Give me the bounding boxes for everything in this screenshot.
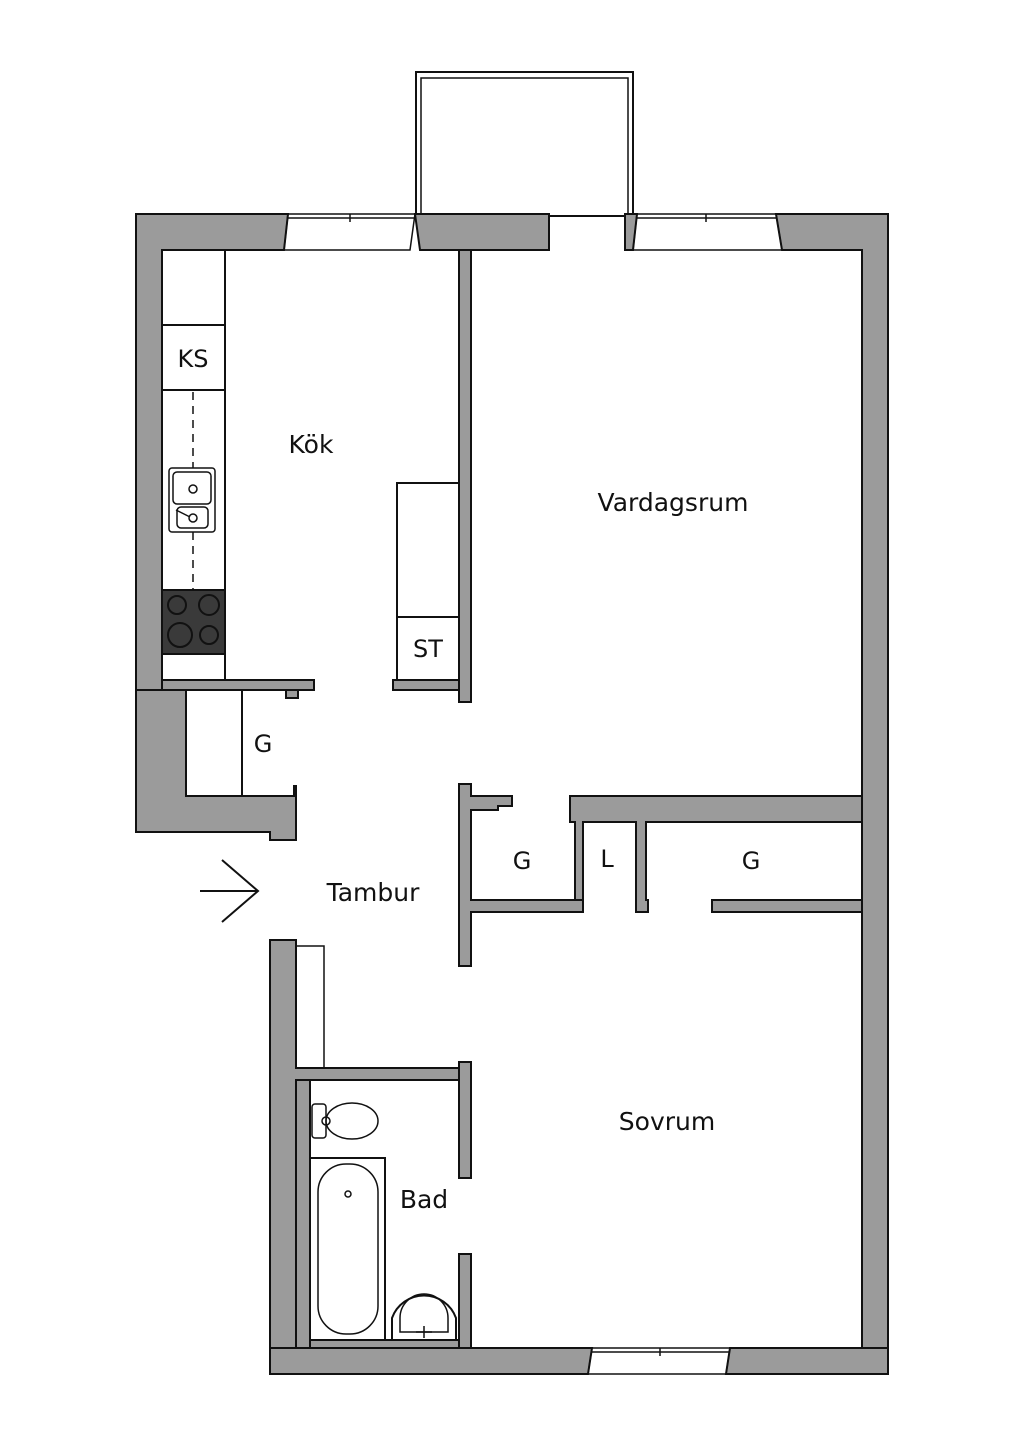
label-closet-bedroom: G (742, 847, 761, 875)
interior-walls (161, 249, 863, 1349)
entry-shelf (295, 945, 325, 1069)
outer-walls (135, 213, 889, 1375)
room-label-bathroom: Bad (400, 1185, 448, 1214)
bathtub-icon (309, 1157, 386, 1341)
washbasin-icon (391, 1293, 457, 1340)
kitchen-counter (161, 249, 226, 681)
kitchen-wardrobe (396, 482, 460, 681)
room-label-bedroom: Sovrum (619, 1107, 715, 1136)
balcony (415, 71, 634, 217)
label-fridge-freezer: KS (178, 345, 209, 373)
label-closet-hall: G (254, 730, 273, 758)
room-label-living-room: Vardagsrum (598, 488, 749, 517)
hall-closet (185, 689, 298, 797)
label-storage: L (600, 845, 614, 873)
label-wardrobe: ST (413, 635, 443, 663)
bathroom-fixtures (309, 1102, 457, 1341)
label-closet-mid: G (513, 847, 532, 875)
room-label-hallway: Tambur (326, 878, 421, 907)
room-label-kitchen: Kök (289, 430, 334, 459)
toilet-icon (311, 1102, 379, 1140)
windows (283, 213, 783, 1375)
entrance-arrow-icon (200, 859, 260, 923)
